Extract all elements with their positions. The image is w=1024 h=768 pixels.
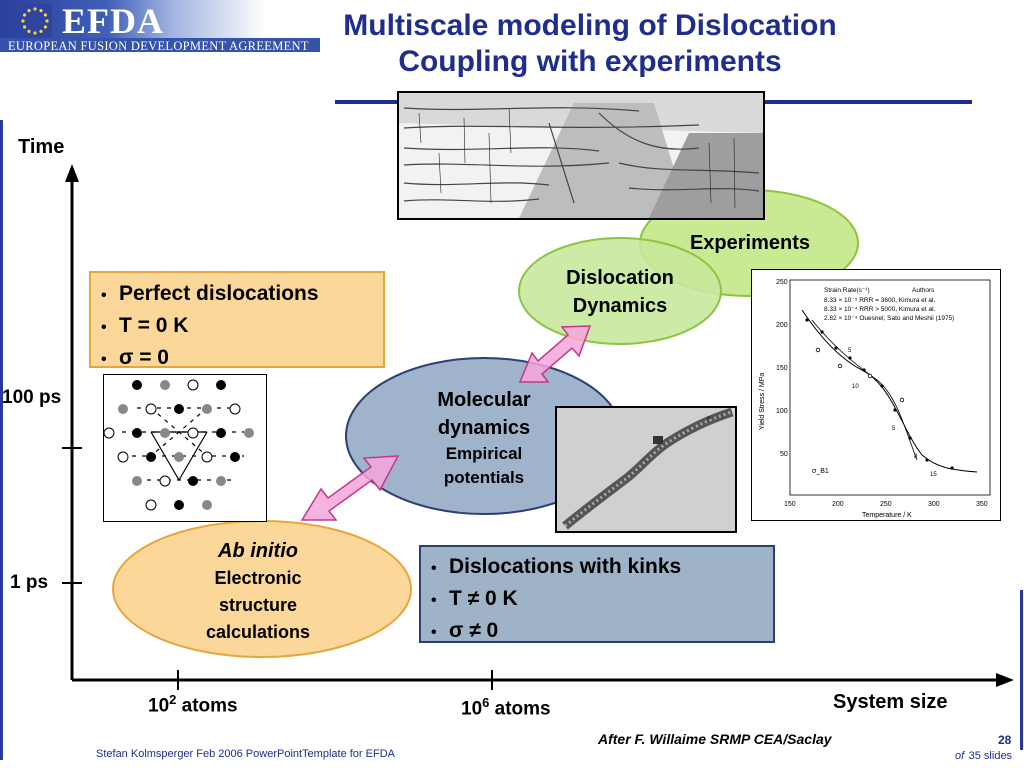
x-tick: 350	[976, 501, 988, 508]
y-axis-title: Yield Stress / MPa	[759, 373, 766, 430]
legend-header-1: Strain Rate(s⁻¹)	[824, 287, 870, 294]
sigma-annotation: σ_B1	[812, 468, 829, 475]
experiments-label: Experiments	[689, 232, 811, 254]
arrow-abinitio-md	[300, 455, 400, 521]
x-tick-2-base: 10	[461, 698, 483, 720]
left-border	[0, 120, 3, 760]
dislocation-dynamics-ellipse	[518, 237, 722, 345]
x-axis-label: System size	[833, 691, 948, 713]
dislocation-dynamics-label: Dislocation Dynamics	[530, 264, 710, 320]
footer-left: Stefan Kolmsperger Feb 2006 PowerPointTe…	[96, 748, 395, 760]
x-tick: 200	[832, 501, 844, 508]
legend-row-3: 2.82 × 10⁻⁴ Ouesnel, Sato and Meshii (19…	[824, 315, 954, 322]
legend-row-2: 8.33 × 10⁻⁴ RRR > 5000, Kimura et al.	[824, 306, 936, 313]
dd-line-2: Dynamics	[572, 295, 668, 317]
md-line-4: potentials	[443, 468, 525, 487]
yield-stress-graph: Strain Rate(s⁻¹) Authors 8.33 × 10⁻⁵ RRR…	[751, 269, 1001, 521]
ab-initio-title: Ab initio	[218, 540, 298, 562]
ab-initio-label: Ab initio Electronic structure calculati…	[158, 538, 358, 646]
x-tick-1-unit: atoms	[176, 695, 238, 717]
x-tick-1-exp: 2	[169, 692, 177, 707]
kinks-list: •Dislocations with kinks •T ≠ 0 K •σ ≠ 0	[431, 552, 773, 648]
credit-text: After F. Willaime SRMP CEA/Saclay	[598, 731, 832, 747]
slide-title: Multiscale modeling of Dislocation Coupl…	[330, 8, 850, 80]
perfect-dislocations-box: •Perfect dislocations •T = 0 K •σ = 0	[89, 271, 385, 369]
ab-initio-line-3: calculations	[205, 622, 311, 642]
header-band	[0, 0, 380, 52]
point-label: 8	[914, 454, 918, 460]
x-tick: 150	[784, 501, 796, 508]
point-label: 15	[930, 472, 937, 478]
x-tick-1-base: 10	[148, 695, 170, 717]
md-dislocation-image: ≈	[555, 406, 737, 533]
title-line-2: Coupling with experiments	[398, 45, 782, 78]
title-line-1: Multiscale modeling of Dislocation	[343, 9, 837, 42]
y-tick: 250	[776, 279, 788, 286]
page-total-count: 35 slides	[968, 750, 1013, 762]
ab-initio-line-2: structure	[218, 595, 298, 615]
x-tick: 300	[928, 501, 940, 508]
list-item: •Perfect dislocations	[101, 282, 319, 305]
y-tick-100ps: 100 ps	[2, 387, 62, 408]
x-tick: 250	[880, 501, 892, 508]
point-label: 5	[892, 426, 896, 432]
legend-header-2: Authors	[912, 287, 935, 294]
x-tick-2-exp: 6	[482, 695, 490, 710]
list-item: •T = 0 K	[101, 314, 189, 337]
list-item: •σ = 0	[101, 346, 169, 369]
list-item: •T ≠ 0 K	[431, 587, 518, 610]
right-border	[1020, 590, 1023, 750]
y-tick: 100	[776, 408, 788, 415]
molecular-dynamics-label: Molecular dynamics Empirical potentials	[394, 386, 574, 490]
list-item: •σ ≠ 0	[431, 619, 499, 642]
x-tick-1e2-atoms: 102 atoms	[148, 692, 238, 717]
y-tick: 200	[776, 322, 788, 329]
x-tick-1e6-atoms: 106 atoms	[461, 695, 551, 720]
ab-initio-line-1: Electronic	[214, 568, 302, 588]
md-line-2: dynamics	[437, 417, 531, 439]
dd-line-1: Dislocation	[566, 267, 674, 289]
eu-stars-icon	[18, 4, 52, 38]
point-label: 5	[848, 348, 852, 354]
svg-text:≈: ≈	[707, 415, 711, 422]
perfect-dislocations-list: •Perfect dislocations •T = 0 K •σ = 0	[101, 279, 383, 375]
logo-text: EFDA	[62, 1, 164, 41]
legend-row-1: 8.33 × 10⁻⁵ RRR = 3600, Kimura et al.	[824, 297, 935, 304]
y-tick-1ps: 1 ps	[10, 572, 49, 593]
page-number: 28	[998, 733, 1012, 747]
page-total: of 35 slides	[955, 746, 1012, 764]
atomic-lattice-image	[103, 374, 267, 522]
page-of: of	[955, 750, 965, 762]
y-tick: 150	[776, 365, 788, 372]
logo-subtitle: EUROPEAN FUSION DEVELOPMENT AGREEMENT	[8, 39, 309, 53]
md-line-3: Empirical	[445, 444, 523, 463]
md-line-1: Molecular	[437, 389, 531, 411]
point-label: 10	[852, 384, 859, 390]
dislocations-with-kinks-box: •Dislocations with kinks •T ≠ 0 K •σ ≠ 0	[419, 545, 775, 643]
list-item: •Dislocations with kinks	[431, 555, 682, 578]
micrograph-top-image	[397, 91, 765, 220]
arrow-md-dd	[518, 325, 592, 383]
y-axis-label: Time	[18, 136, 65, 158]
y-tick: 50	[780, 451, 788, 458]
x-axis-title: Temperature / K	[862, 512, 912, 519]
x-tick-2-unit: atoms	[489, 698, 551, 720]
